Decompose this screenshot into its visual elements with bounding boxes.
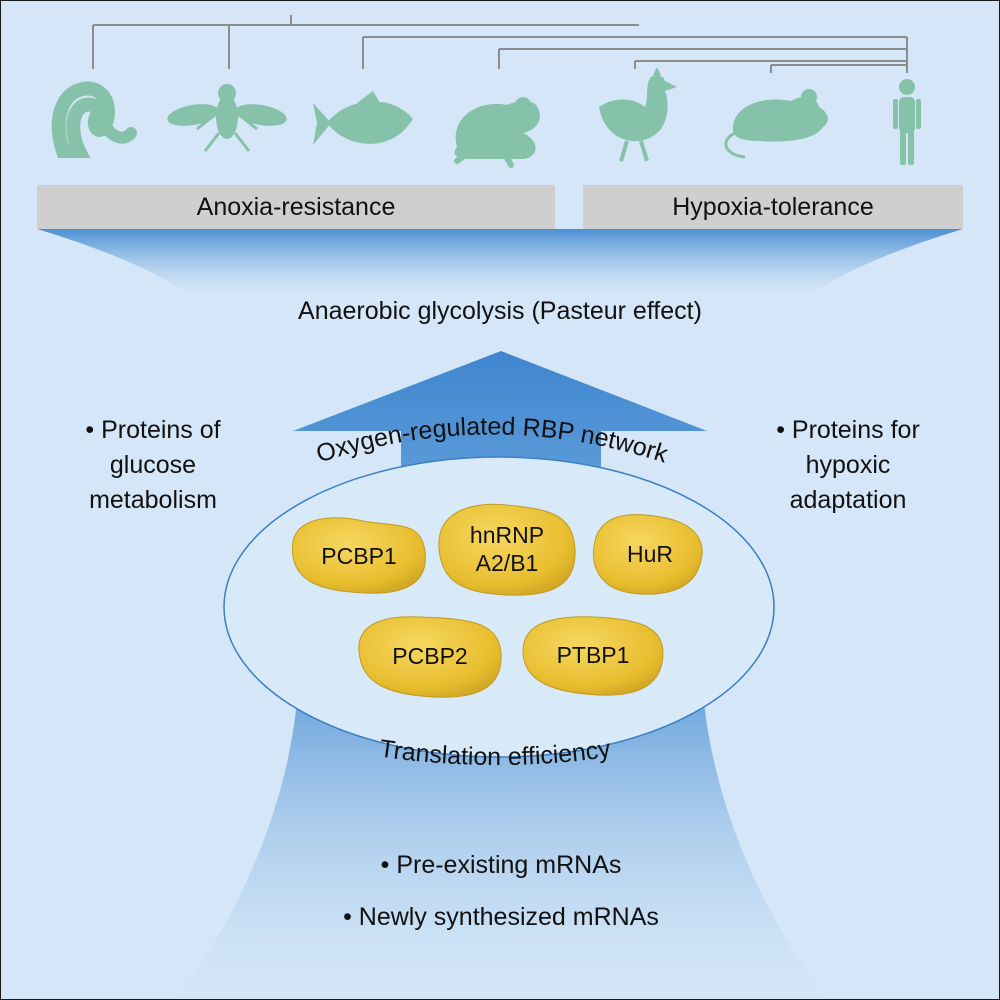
right-note-line-1: • Proteins for: [776, 416, 920, 444]
mrna-item-preexisting: • Pre-existing mRNAs: [380, 851, 622, 879]
hnrnp-label: hnRNP A2/B1: [439, 505, 575, 595]
lower-funnel: [176, 651, 827, 999]
fish-icon: [313, 91, 413, 145]
pcbp1-blob: [291, 517, 426, 594]
protein-blobs: [291, 503, 703, 698]
phylogenetic-tree: [92, 15, 908, 73]
pcbp2-blob: [358, 616, 502, 698]
mrna-item-newly-synthesized: • Newly synthesized mRNAs: [343, 903, 659, 931]
hypoxia-tolerance-label: Hypoxia-tolerance: [672, 192, 874, 221]
right-note-line-2: hypoxic: [805, 451, 891, 479]
hur-label: HuR: [595, 515, 705, 595]
ptbp1-blob: [522, 616, 664, 696]
left-note-line-1: • Proteins of: [85, 416, 221, 444]
worm-icon: [51, 81, 137, 158]
anoxia-resistance-label: Anoxia-resistance: [196, 192, 396, 221]
hypoxia-tolerance-band: Hypoxia-tolerance: [583, 185, 963, 229]
hnrnp-text-line-2: A2/B1: [475, 550, 539, 576]
glycolysis-label: Anaerobic glycolysis (Pasteur effect): [298, 297, 702, 325]
anoxia-resistance-band: Anoxia-resistance: [37, 185, 555, 229]
chicken-icon: [599, 67, 677, 162]
left-note: • Proteins of glucose metabolism: [39, 413, 267, 518]
hnrnp-text-line-1: hnRNP: [469, 522, 545, 549]
hur-text: HuR: [626, 541, 673, 568]
fly-icon: [167, 84, 287, 152]
pcbp1-label: PCBP1: [293, 521, 425, 593]
right-note-line-3: adaptation: [789, 486, 907, 514]
left-note-line-3: metabolism: [89, 486, 217, 514]
mrna-list: • Pre-existing mRNAs • Newly synthesized…: [251, 839, 751, 943]
ptbp1-label: PTBP1: [523, 617, 663, 695]
human-icon: [893, 79, 921, 165]
pcbp2-text: PCBP2: [392, 643, 468, 670]
ptbp1-text: PTBP1: [556, 642, 630, 669]
big-arrow: [293, 351, 707, 471]
mouse-icon: [724, 89, 828, 159]
upper-funnel: [37, 229, 963, 301]
hnrnp-blob: [438, 503, 576, 596]
pcbp2-label: PCBP2: [359, 617, 501, 697]
left-note-line-2: glucose: [109, 451, 197, 479]
rbp-network-ellipse: [223, 456, 775, 758]
pcbp1-text: PCBP1: [321, 543, 397, 570]
hur-blob: [593, 514, 703, 595]
right-note: • Proteins for hypoxic adaptation: [733, 413, 963, 518]
frog-icon: [454, 97, 540, 168]
